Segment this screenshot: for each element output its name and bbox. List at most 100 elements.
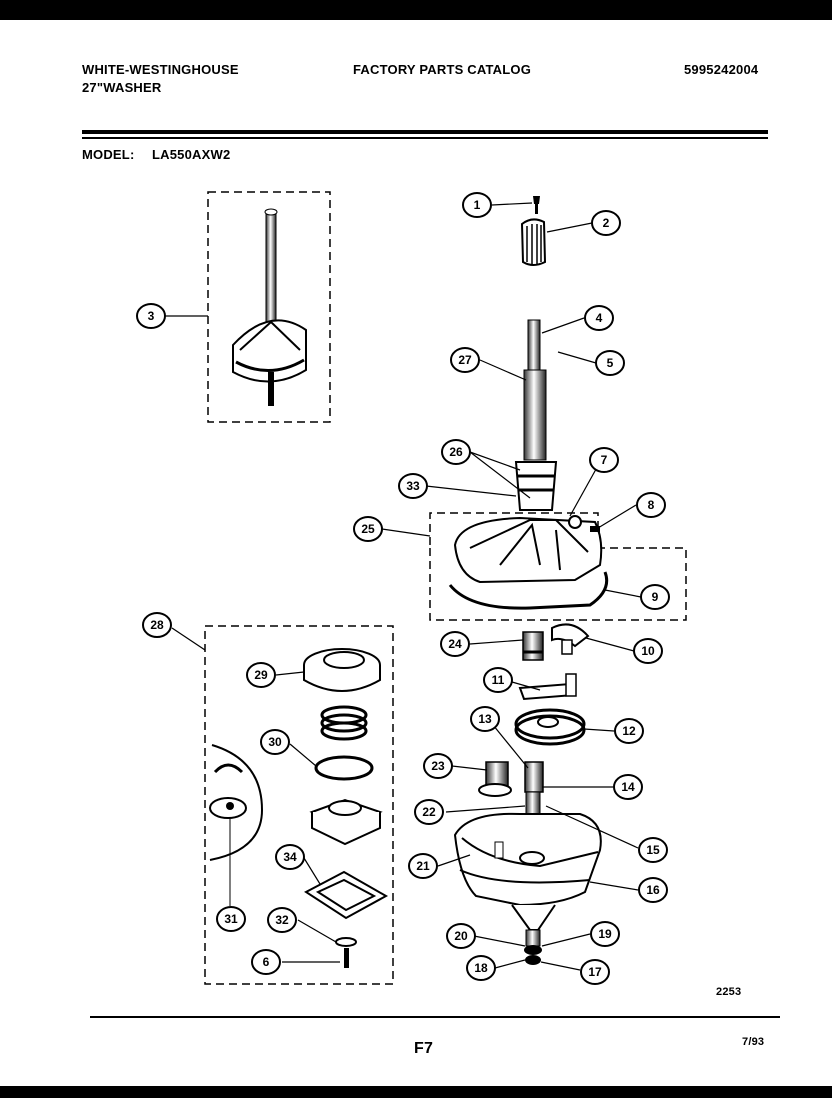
callout-number: 3 xyxy=(148,309,155,323)
callout-circle xyxy=(580,959,610,985)
square-seal-part xyxy=(304,870,389,920)
callout-number: 33 xyxy=(406,479,420,493)
callout-15: 15 xyxy=(638,837,668,863)
bolt-part xyxy=(344,948,349,968)
top-black-border xyxy=(0,0,832,20)
callout-circle xyxy=(633,638,663,664)
callout-circle xyxy=(446,923,476,949)
callout-number: 10 xyxy=(641,644,655,658)
callout-circle xyxy=(275,844,305,870)
callout-1: 1 xyxy=(462,192,492,218)
callout-31: 31 xyxy=(216,906,246,932)
callout-number: 28 xyxy=(150,618,164,632)
callout-number: 18 xyxy=(474,961,488,975)
callout-number: 6 xyxy=(263,955,270,969)
callout-number: 24 xyxy=(448,637,462,651)
main-gear-part xyxy=(514,708,586,746)
callout-3: 3 xyxy=(136,303,166,329)
callout-13: 13 xyxy=(470,706,500,732)
callout-12: 12 xyxy=(614,718,644,744)
seal-kit-group-box xyxy=(204,625,394,985)
callout-circle xyxy=(466,955,496,981)
callout-number: 8 xyxy=(648,498,655,512)
callout-circle xyxy=(638,877,668,903)
callout-circle xyxy=(636,492,666,518)
callout-8: 8 xyxy=(636,492,666,518)
callout-7: 7 xyxy=(589,447,619,473)
header-rule-thin xyxy=(82,137,768,139)
callout-number: 19 xyxy=(598,927,612,941)
callout-circle xyxy=(590,921,620,947)
callout-6: 6 xyxy=(251,949,281,975)
callout-30: 30 xyxy=(260,729,290,755)
callout-26: 26 xyxy=(441,439,471,465)
spring-part xyxy=(320,705,368,741)
callout-22: 22 xyxy=(414,799,444,825)
callout-number: 9 xyxy=(652,590,659,604)
callout-circle xyxy=(414,799,444,825)
o-ring-part xyxy=(314,755,374,781)
callout-18: 18 xyxy=(466,955,496,981)
diagram-code: 2253 xyxy=(716,986,742,998)
callout-11: 11 xyxy=(483,667,513,693)
bearing-part xyxy=(209,797,247,906)
product-name: 27"WASHER xyxy=(82,80,162,95)
callout-circle xyxy=(614,718,644,744)
leader-lines xyxy=(165,202,642,971)
callout-circle xyxy=(423,753,453,779)
drive-coupling-part xyxy=(520,218,547,266)
callout-number: 27 xyxy=(458,353,472,367)
callout-circle xyxy=(591,210,621,236)
callout-28: 28 xyxy=(142,612,172,638)
callout-number: 17 xyxy=(588,965,602,979)
catalog-title: FACTORY PARTS CATALOG xyxy=(353,62,532,77)
callout-number: 7 xyxy=(601,453,608,467)
callout-14: 14 xyxy=(613,774,643,800)
callout-circle xyxy=(260,729,290,755)
callout-circle xyxy=(441,439,471,465)
callout-circle xyxy=(398,473,428,499)
callout-25: 25 xyxy=(353,516,383,542)
callout-circle xyxy=(589,447,619,473)
callout-number: 15 xyxy=(646,843,660,857)
catalog-part-number: 5995242004 xyxy=(684,62,759,77)
transmission-shaft xyxy=(514,319,558,511)
callout-19: 19 xyxy=(590,921,620,947)
callout-number: 5 xyxy=(607,356,614,370)
callout-circle xyxy=(470,706,500,732)
callout-number: 11 xyxy=(492,673,505,687)
seal-ring-part xyxy=(303,648,381,692)
pinion-gear-part xyxy=(522,631,544,661)
callout-number: 13 xyxy=(478,712,492,726)
callout-circle xyxy=(246,662,276,688)
callout-number: 12 xyxy=(622,724,636,738)
callout-number: 14 xyxy=(621,780,635,794)
gear-case-lower xyxy=(453,812,602,931)
bottom-black-border xyxy=(0,1086,832,1098)
callout-17: 17 xyxy=(580,959,610,985)
model-number: LA550AXW2 xyxy=(152,147,231,162)
shift-fork-part xyxy=(551,623,590,655)
gear-case-cover xyxy=(448,515,609,610)
callout-number: 16 xyxy=(646,883,660,897)
brand-name: WHITE-WESTINGHOUSE xyxy=(82,62,239,77)
callout-20: 20 xyxy=(446,923,476,949)
callout-4: 4 xyxy=(584,305,614,331)
callout-number: 34 xyxy=(283,850,297,864)
callout-circle xyxy=(216,906,246,932)
callout-circle xyxy=(613,774,643,800)
callout-10: 10 xyxy=(633,638,663,664)
callout-circle xyxy=(408,853,438,879)
callout-number: 31 xyxy=(224,912,238,926)
callout-29: 29 xyxy=(246,662,276,688)
model-label: MODEL: xyxy=(82,147,135,162)
callout-circle xyxy=(640,584,670,610)
callout-circle xyxy=(353,516,383,542)
callout-circle xyxy=(267,907,297,933)
callout-circle xyxy=(462,192,492,218)
callout-circle xyxy=(483,667,513,693)
callout-2: 2 xyxy=(591,210,621,236)
callout-number: 29 xyxy=(254,668,268,682)
callout-24: 24 xyxy=(440,631,470,657)
